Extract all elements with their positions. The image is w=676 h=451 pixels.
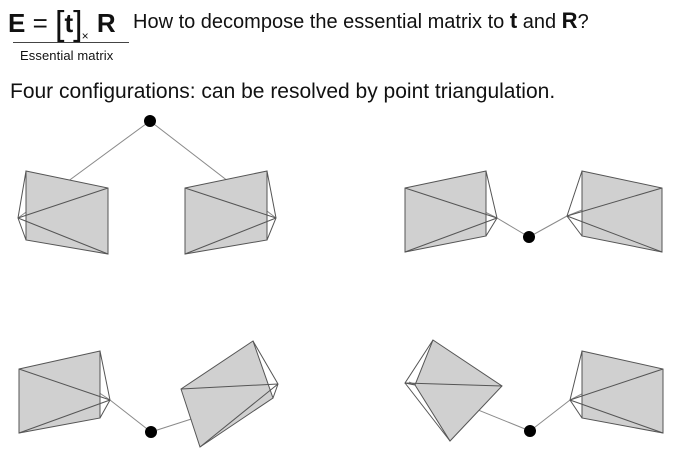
frustum-edge	[18, 368, 111, 401]
frustum-edge	[404, 217, 498, 253]
frustum-edge	[404, 382, 503, 387]
question-t: t	[509, 8, 518, 33]
camera-left	[18, 350, 111, 434]
image-plane	[25, 170, 109, 255]
frustum-edges	[569, 350, 583, 419]
frustum-edges	[266, 170, 277, 241]
frustum-edges	[566, 170, 583, 237]
frustum-edge	[566, 215, 663, 253]
question-suffix: ?	[577, 11, 589, 33]
camera-right	[180, 340, 279, 448]
triangulated-point	[145, 426, 157, 438]
configurations-text: Four configurations: can be resolved by …	[10, 80, 556, 103]
triangulated-point	[524, 425, 536, 437]
frustum-edge	[569, 368, 664, 401]
decompose-question: How to decompose the essential matrix to…	[133, 8, 589, 34]
question-prefix: How to decompose the essential matrix to	[133, 11, 510, 33]
triangulated-point	[523, 231, 535, 243]
camera-right	[184, 170, 277, 255]
configuration-4	[404, 339, 664, 442]
image-plane	[180, 340, 274, 448]
configuration-3	[18, 340, 279, 448]
frustum-edge	[404, 382, 451, 442]
equation-underline	[13, 42, 129, 43]
ray	[496, 217, 530, 238]
ray	[529, 399, 571, 432]
frustum-edges	[99, 350, 111, 419]
eq-cross-subscript: ×	[81, 29, 89, 43]
frustum-edges	[17, 170, 27, 241]
configuration-1	[17, 115, 277, 255]
triangulated-point	[144, 115, 156, 127]
frustum-edge	[184, 187, 277, 219]
eq-bracket-open: [	[55, 5, 65, 43]
camera-left	[17, 170, 109, 255]
essential-matrix-equation: E = [t]× R	[8, 2, 128, 54]
image-plane	[414, 339, 503, 442]
frustum-edge	[17, 217, 109, 255]
camera-right	[566, 170, 663, 253]
frustum-edge	[566, 187, 663, 217]
image-plane	[184, 170, 268, 255]
ray	[528, 215, 568, 238]
question-and: and	[517, 11, 562, 33]
frustum-edge	[199, 383, 279, 448]
frustum-edge	[18, 399, 111, 434]
image-plane	[404, 170, 487, 253]
frustum-edge	[180, 383, 279, 390]
camera-left	[404, 170, 498, 253]
camera-right	[569, 350, 664, 434]
ray	[109, 399, 152, 433]
frustum-edge	[569, 399, 664, 434]
eq-equals: =	[32, 8, 48, 38]
question-R: R	[561, 8, 578, 33]
camera-left	[404, 339, 503, 442]
frustum-edge	[404, 187, 498, 219]
frustum-edges	[485, 170, 498, 237]
configuration-2	[404, 170, 663, 253]
image-plane	[581, 170, 663, 253]
eq-bracket-close: ]	[73, 5, 83, 43]
essential-matrix-label: Essential matrix	[20, 48, 114, 63]
frustum-edge	[17, 187, 109, 219]
eq-t: t	[64, 8, 74, 38]
eq-R: R	[96, 8, 116, 38]
frustum-edge	[184, 217, 277, 255]
eq-E: E	[8, 8, 26, 38]
